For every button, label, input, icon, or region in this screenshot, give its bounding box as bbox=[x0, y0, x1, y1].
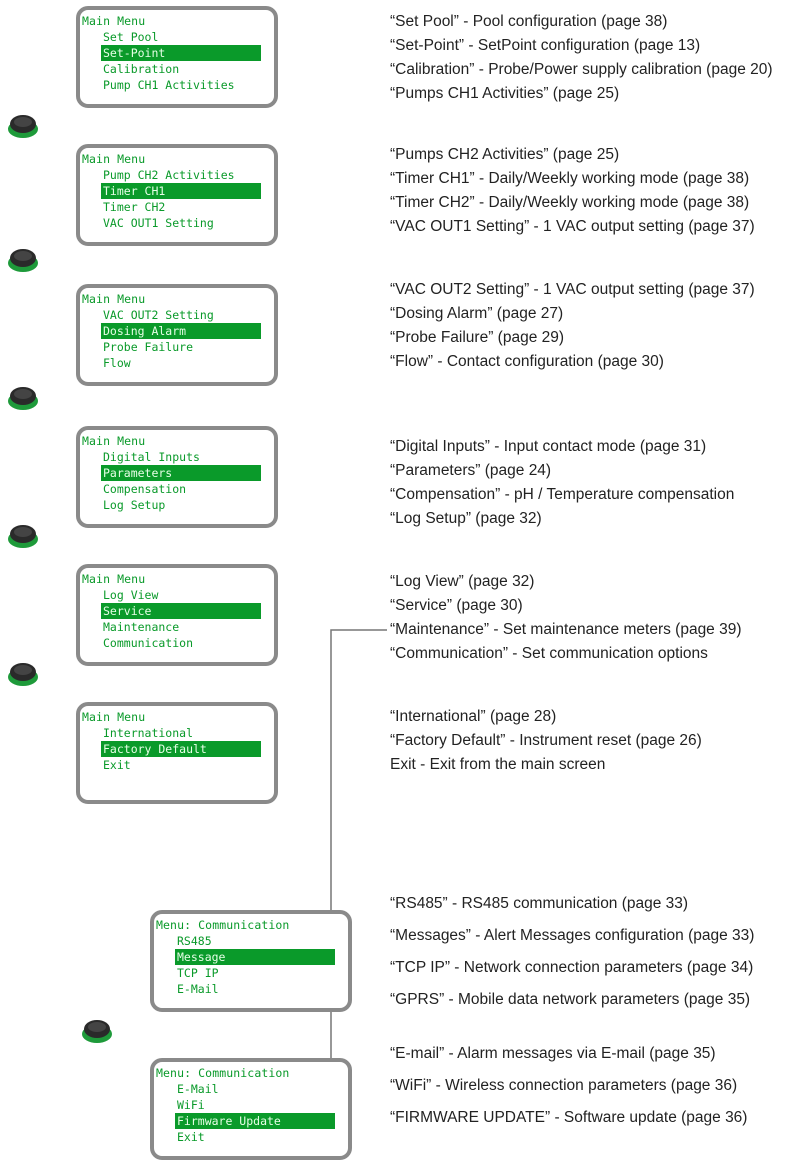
description-block-4: “Digital Inputs” - Input contact mode (p… bbox=[390, 435, 734, 531]
description-block-1: “Set Pool” - Pool configuration (page 38… bbox=[390, 10, 773, 106]
rotary-encoder-knob-icon bbox=[8, 115, 38, 138]
lcd-screen-main-menu-1: Main Menu Set Pool Set-Point Calibration… bbox=[76, 6, 278, 108]
menu-item-dosing-alarm-selected[interactable]: Dosing Alarm bbox=[101, 323, 261, 339]
description-line: “Service” (page 30) bbox=[390, 597, 523, 614]
description-line: “Dosing Alarm” (page 27) bbox=[390, 305, 564, 322]
description-line: “Timer CH2” - Daily/Weekly working mode … bbox=[390, 194, 750, 211]
menu-item-flow[interactable]: Flow bbox=[103, 356, 131, 370]
lcd-title: Main Menu bbox=[82, 14, 146, 28]
menu-item-set-point-selected[interactable]: Set-Point bbox=[101, 45, 261, 61]
menu-item-parameters-selected[interactable]: Parameters bbox=[101, 465, 261, 481]
menu-item-exit[interactable]: Exit bbox=[177, 1130, 205, 1144]
menu-item-compensation[interactable]: Compensation bbox=[103, 482, 187, 496]
description-block-7: “RS485” - RS485 communication (page 33) … bbox=[390, 888, 754, 1016]
lcd-title: Menu: Communication bbox=[156, 1066, 290, 1080]
menu-item-pump-ch2-activities[interactable]: Pump CH2 Activities bbox=[103, 168, 235, 182]
menu-item-international[interactable]: International bbox=[103, 726, 194, 740]
description-block-2: “Pumps CH2 Activities” (page 25) “Timer … bbox=[390, 143, 755, 239]
lcd-title: Main Menu bbox=[82, 292, 146, 306]
menu-item-calibration[interactable]: Calibration bbox=[103, 62, 180, 76]
description-line: “FIRMWARE UPDATE” - Software update (pag… bbox=[390, 1109, 748, 1126]
lcd-title: Main Menu bbox=[82, 572, 146, 586]
description-line: “Log View” (page 32) bbox=[390, 573, 535, 590]
menu-item-timer-ch1-selected[interactable]: Timer CH1 bbox=[101, 183, 261, 199]
menu-item-firmware-update-selected[interactable]: Firmware Update bbox=[175, 1113, 335, 1129]
description-block-5: “Log View” (page 32) “Service” (page 30)… bbox=[390, 570, 742, 666]
description-line: “GPRS” - Mobile data network parameters … bbox=[390, 991, 751, 1008]
menu-item-communication[interactable]: Communication bbox=[103, 636, 194, 650]
description-block-6: “International” (page 28) “Factory Defau… bbox=[390, 705, 702, 777]
menu-item-exit[interactable]: Exit bbox=[103, 758, 131, 772]
description-line: “Pumps CH1 Activities” (page 25) bbox=[390, 85, 620, 102]
description-line: “Digital Inputs” - Input contact mode (p… bbox=[390, 438, 707, 455]
description-line: “Compensation” - pH / Temperature compen… bbox=[390, 486, 735, 503]
description-line: “International” (page 28) bbox=[390, 708, 557, 725]
menu-item-wifi[interactable]: WiFi bbox=[177, 1098, 205, 1112]
menu-item-message-selected[interactable]: Message bbox=[175, 949, 335, 965]
menu-item-timer-ch2[interactable]: Timer CH2 bbox=[103, 200, 166, 214]
description-block-8: “E-mail” - Alarm messages via E-mail (pa… bbox=[390, 1038, 747, 1134]
rotary-encoder-knob-icon bbox=[8, 387, 38, 410]
lcd-title: Main Menu bbox=[82, 152, 146, 166]
lcd-title: Main Menu bbox=[82, 434, 146, 448]
description-line: “Log Setup” (page 32) bbox=[390, 510, 542, 527]
menu-item-probe-failure[interactable]: Probe Failure bbox=[103, 340, 194, 354]
menu-item-digital-inputs[interactable]: Digital Inputs bbox=[103, 450, 200, 464]
lcd-screen-main-menu-6: Main Menu International Factory Default … bbox=[76, 702, 278, 804]
menu-item-tcp-ip[interactable]: TCP IP bbox=[177, 966, 219, 980]
lcd-screen-main-menu-3: Main Menu VAC OUT2 Setting Dosing Alarm … bbox=[76, 284, 278, 386]
rotary-encoder-knob-icon bbox=[82, 1020, 112, 1043]
description-line: “Messages” - Alert Messages configuratio… bbox=[390, 927, 755, 944]
menu-item-e-mail[interactable]: E-Mail bbox=[177, 982, 219, 996]
description-line: “Flow” - Contact configuration (page 30) bbox=[390, 353, 664, 370]
description-line: “E-mail” - Alarm messages via E-mail (pa… bbox=[390, 1045, 716, 1062]
description-line: “Set Pool” - Pool configuration (page 38… bbox=[390, 13, 668, 30]
menu-item-service-selected[interactable]: Service bbox=[101, 603, 261, 619]
description-line: “Factory Default” - Instrument reset (pa… bbox=[390, 732, 702, 749]
menu-item-log-view[interactable]: Log View bbox=[103, 588, 159, 602]
menu-item-factory-default-selected[interactable]: Factory Default bbox=[101, 741, 261, 757]
menu-item-maintenance[interactable]: Maintenance bbox=[103, 620, 180, 634]
rotary-encoder-knob-icon bbox=[8, 663, 38, 686]
description-line: “VAC OUT1 Setting” - 1 VAC output settin… bbox=[390, 218, 755, 235]
description-line: “RS485” - RS485 communication (page 33) bbox=[390, 895, 689, 912]
lcd-title: Main Menu bbox=[82, 710, 146, 724]
menu-item-log-setup[interactable]: Log Setup bbox=[103, 498, 166, 512]
description-line: “Timer CH1” - Daily/Weekly working mode … bbox=[390, 170, 750, 187]
description-line: “Communication” - Set communication opti… bbox=[390, 645, 708, 662]
menu-item-set-pool[interactable]: Set Pool bbox=[103, 30, 159, 44]
lcd-screen-main-menu-2: Main Menu Pump CH2 Activities Timer CH1 … bbox=[76, 144, 278, 246]
description-line: Exit - Exit from the main screen bbox=[390, 756, 606, 773]
description-line: “Calibration” - Probe/Power supply calib… bbox=[390, 61, 773, 78]
description-line: “Parameters” (page 24) bbox=[390, 462, 552, 479]
lcd-screen-communication-menu-2: Menu: Communication E-Mail WiFi Firmware… bbox=[150, 1058, 352, 1160]
rotary-encoder-knob-icon bbox=[8, 525, 38, 548]
menu-item-vac-out2-setting[interactable]: VAC OUT2 Setting bbox=[103, 308, 214, 322]
description-line: “VAC OUT2 Setting” - 1 VAC output settin… bbox=[390, 281, 755, 298]
description-line: “Probe Failure” (page 29) bbox=[390, 329, 565, 346]
description-block-3: “VAC OUT2 Setting” - 1 VAC output settin… bbox=[390, 278, 755, 374]
description-line: “Pumps CH2 Activities” (page 25) bbox=[390, 146, 620, 163]
menu-item-rs485[interactable]: RS485 bbox=[177, 934, 212, 948]
rotary-encoder-knob-icon bbox=[8, 249, 38, 272]
menu-item-e-mail[interactable]: E-Mail bbox=[177, 1082, 219, 1096]
lcd-title: Menu: Communication bbox=[156, 918, 290, 932]
menu-item-vac-out1-setting[interactable]: VAC OUT1 Setting bbox=[103, 216, 214, 230]
lcd-screen-communication-menu-1: Menu: Communication RS485 Message TCP IP… bbox=[150, 910, 352, 1012]
description-line: “Set-Point” - SetPoint configuration (pa… bbox=[390, 37, 701, 54]
menu-item-pump-ch1-activities[interactable]: Pump CH1 Activities bbox=[103, 78, 235, 92]
lcd-screen-main-menu-5: Main Menu Log View Service Maintenance C… bbox=[76, 564, 278, 666]
description-line: “TCP IP” - Network connection parameters… bbox=[390, 959, 754, 976]
description-line: “Maintenance” - Set maintenance meters (… bbox=[390, 621, 742, 638]
description-line: “WiFi” - Wireless connection parameters … bbox=[390, 1077, 738, 1094]
lcd-screen-main-menu-4: Main Menu Digital Inputs Parameters Comp… bbox=[76, 426, 278, 528]
